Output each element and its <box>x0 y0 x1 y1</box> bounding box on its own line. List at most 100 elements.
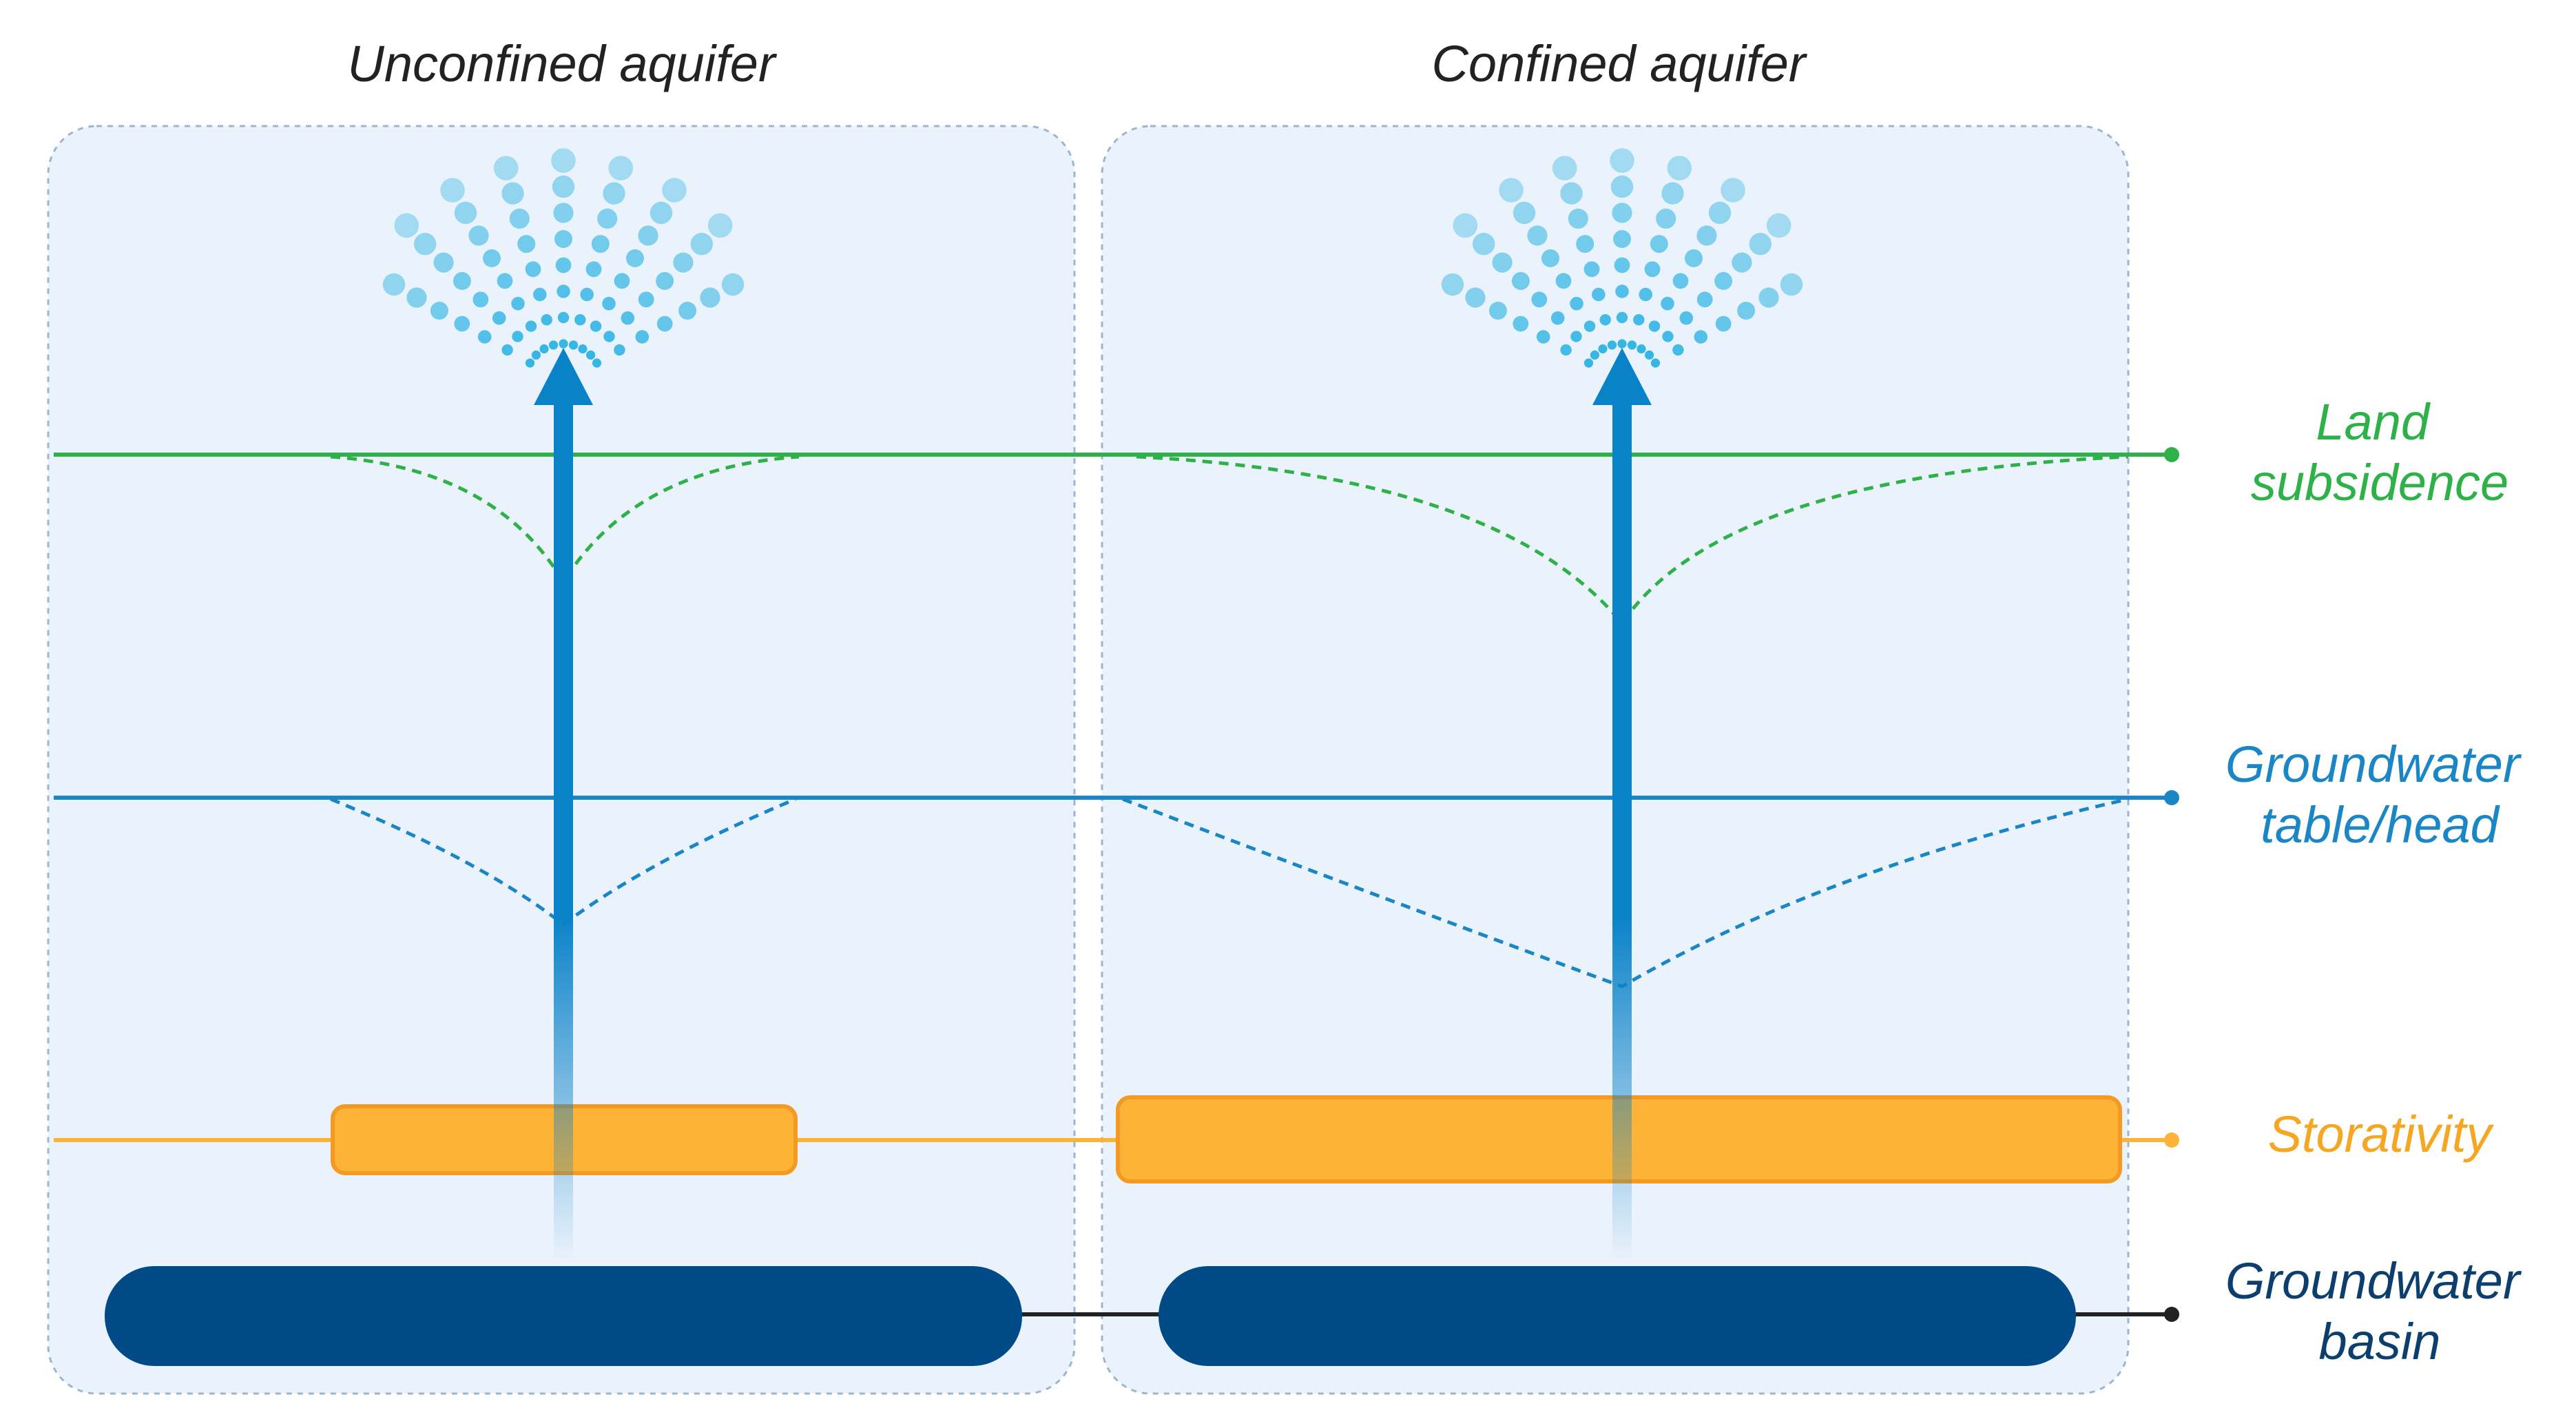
spray-droplet <box>650 201 673 225</box>
spray-droplet <box>517 235 536 253</box>
spray-droplet <box>578 344 588 354</box>
spray-droplet <box>1550 311 1565 325</box>
spray-droplet <box>433 252 454 273</box>
spray-droplet <box>557 284 570 298</box>
well-pipe-confined <box>1612 396 1632 1261</box>
spray-droplet <box>472 291 489 308</box>
subsidence-cone-confined <box>1136 455 2129 627</box>
spray-droplet <box>1513 201 1536 225</box>
spray-droplet <box>497 273 513 289</box>
spray-droplet <box>1650 358 1661 368</box>
label-storativity: Storativity <box>2268 1106 2495 1163</box>
spray-droplet <box>541 314 552 326</box>
spray-droplet <box>1552 156 1577 180</box>
spray-droplet <box>512 331 523 342</box>
spray-droplet <box>602 296 616 311</box>
spray-droplet <box>1696 291 1713 308</box>
spray-droplet <box>1617 339 1627 349</box>
spray-droplet <box>1662 331 1674 342</box>
spray-droplet <box>1685 249 1703 267</box>
spray-droplet <box>477 330 492 344</box>
spray-droplet <box>1780 273 1803 296</box>
spray-droplet <box>492 311 506 325</box>
spray-droplet <box>621 311 635 325</box>
spray-droplet <box>1527 225 1548 246</box>
spray-droplet <box>1679 311 1694 325</box>
spray-droplet <box>501 182 524 205</box>
spray-droplet <box>511 296 525 311</box>
spray-droplet <box>414 233 437 256</box>
spray-droplet <box>454 201 477 225</box>
spray-droplet <box>1583 261 1600 278</box>
spray-droplet <box>525 261 541 278</box>
spray-droplet <box>1592 287 1606 302</box>
spray-droplet <box>591 235 610 253</box>
spray-droplet <box>1648 320 1661 332</box>
spray-droplet <box>1541 249 1559 267</box>
spray-droplet <box>586 350 596 360</box>
spray-droplet <box>552 175 575 198</box>
spray-droplet <box>559 339 568 349</box>
spray-droplet <box>1465 287 1486 308</box>
spray-droplet <box>1488 302 1507 320</box>
spray-droplet <box>662 178 687 203</box>
spray-droplet <box>1644 261 1661 278</box>
storativity-dot <box>2164 1132 2179 1148</box>
arrow-up-icon <box>1592 348 1652 405</box>
spray-droplet <box>1766 213 1791 238</box>
spray-droplet <box>678 302 697 320</box>
spray-droplet <box>1721 178 1745 203</box>
spray-droplet <box>1568 208 1588 229</box>
spray-droplet <box>501 344 513 356</box>
spray-droplet <box>614 273 630 289</box>
spray-droplet <box>430 302 448 320</box>
spray-droplet <box>1610 148 1634 173</box>
spray-droplet <box>555 257 572 273</box>
spray-droplet <box>1645 350 1654 360</box>
spray-droplet <box>1560 344 1572 356</box>
spray-droplet <box>1612 203 1632 223</box>
spray-droplet <box>1715 315 1732 332</box>
spray-droplet <box>707 213 733 238</box>
panel-title-unconfined: Unconfined aquifer <box>347 35 778 92</box>
spray-droplet <box>656 271 674 290</box>
spray-droplet <box>468 225 489 246</box>
spray-droplet <box>1758 287 1779 308</box>
groundwater-basin-confined <box>1159 1266 2076 1366</box>
spray-droplet <box>1694 330 1708 344</box>
spray-droplet <box>597 208 618 229</box>
spray-droplet <box>557 311 570 324</box>
water-spray-icon <box>382 148 745 368</box>
spray-droplet <box>1667 156 1692 180</box>
spray-droplet <box>1633 314 1645 326</box>
spray-droplet <box>1492 252 1513 273</box>
spray-droplet <box>1714 271 1733 290</box>
label-groundwater-head: Groundwater table/head <box>2225 736 2534 853</box>
spray-droplet <box>1610 175 1634 198</box>
spray-droplet <box>1737 302 1756 320</box>
spray-droplet <box>525 320 537 332</box>
spray-droplet <box>1513 315 1529 332</box>
spray-droplet <box>1613 230 1631 248</box>
spray-droplet <box>1441 273 1464 296</box>
spray-droplet <box>1473 233 1495 256</box>
spray-droplet <box>568 340 579 350</box>
spray-droplet <box>1570 296 1583 311</box>
spray-droplet <box>394 213 419 238</box>
spray-droplet <box>1583 320 1596 332</box>
spray-droplet <box>1661 296 1674 311</box>
spray-droplet <box>1511 271 1530 290</box>
spray-droplet <box>483 249 501 267</box>
spray-droplet <box>638 225 658 246</box>
spray-droplet <box>1661 182 1684 205</box>
spray-droplet <box>673 252 694 273</box>
spray-droplet <box>592 358 602 368</box>
water-spray-icon <box>1441 148 1803 368</box>
spray-droplet <box>1583 358 1594 368</box>
spray-droplet <box>453 271 471 290</box>
spray-droplet <box>656 315 673 332</box>
spray-droplet <box>1672 344 1684 356</box>
spray-droplet <box>553 203 574 223</box>
spray-droplet <box>1576 235 1595 253</box>
